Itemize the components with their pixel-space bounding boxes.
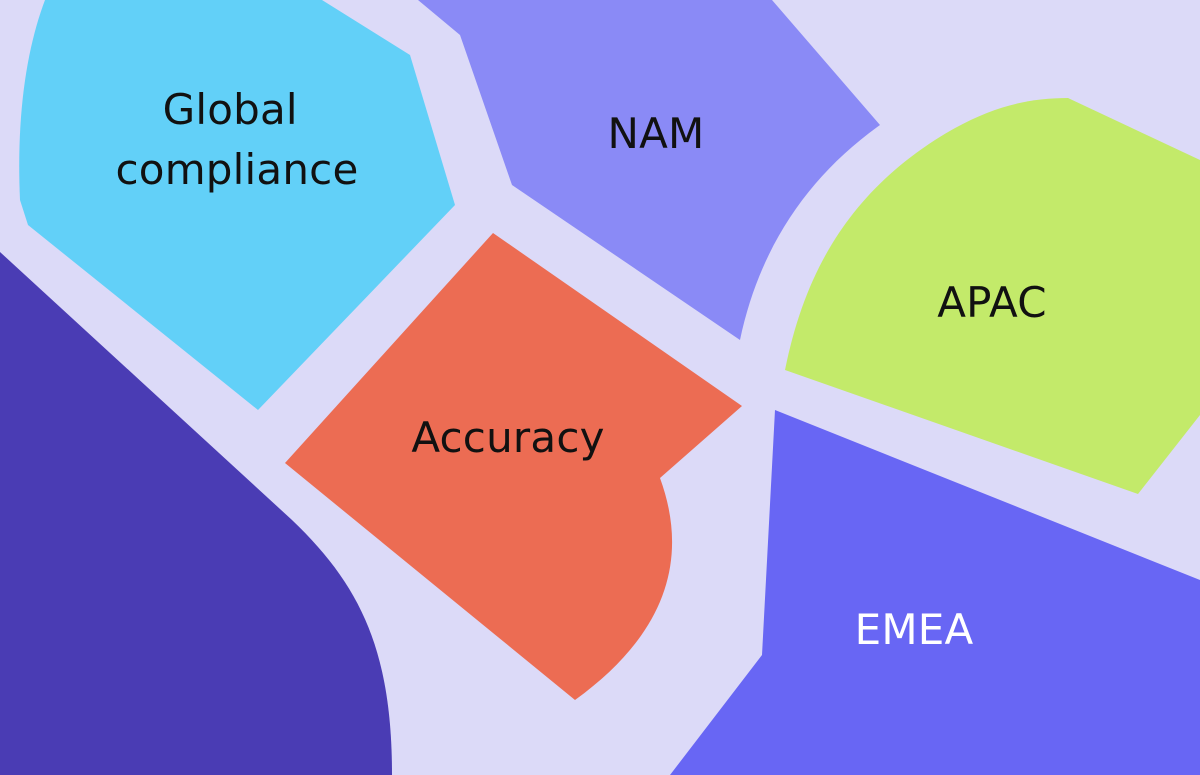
region-global-compliance-label: Global compliance (116, 85, 359, 194)
region-apac-label: APAC (937, 278, 1047, 327)
region-emea-label: EMEA (855, 605, 974, 654)
region-nam-shape (418, 0, 880, 340)
region-nam-label: NAM (608, 109, 705, 158)
region-accuracy-shape (285, 233, 742, 700)
region-accuracy-label: Accuracy (411, 413, 604, 462)
region-global-compliance-shape (19, 0, 456, 410)
region-emea-shape (670, 410, 1200, 775)
region-global-compliance-label-line-1: Global (163, 85, 298, 134)
region-global-compliance-label-line-2: compliance (116, 145, 359, 194)
region-unlabeled-shape (0, 252, 392, 775)
region-apac-shape (785, 98, 1200, 494)
